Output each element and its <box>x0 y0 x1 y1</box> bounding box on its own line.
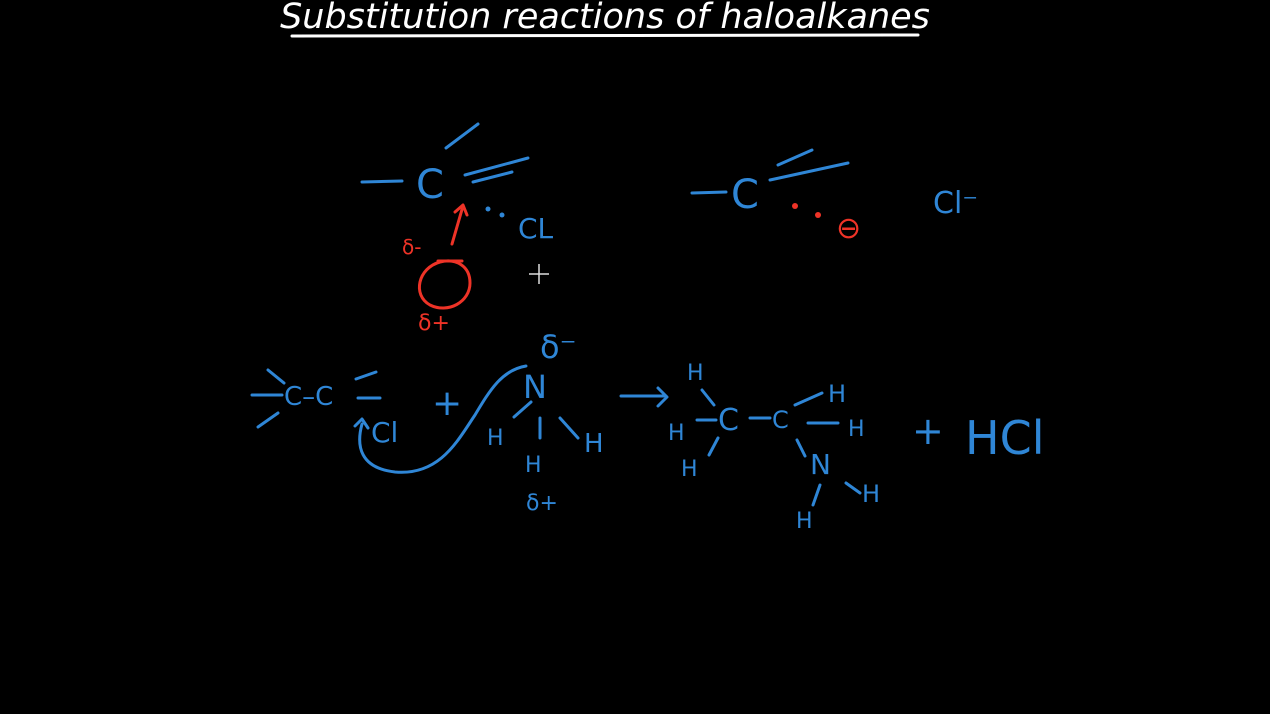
lone-pair-dot <box>792 203 798 209</box>
ammonia-n-label: N <box>523 368 547 406</box>
delta-minus-label: δ- <box>402 235 421 259</box>
product-carbon-label: C <box>731 172 759 218</box>
hcl-label: HCl <box>965 411 1045 465</box>
cn-bond <box>795 438 807 458</box>
plus-sign: + <box>912 409 944 453</box>
bond-electron-dot <box>499 212 505 218</box>
product-h-right-label: H <box>848 417 865 442</box>
nucleophile-arrow <box>358 364 528 474</box>
nh-bond <box>811 483 822 507</box>
ammonia-h-right-label: H <box>584 429 604 459</box>
nucleophile-attack: δ- δ+ <box>402 203 472 336</box>
bond-electron-dot <box>485 206 491 212</box>
ch-bond <box>707 436 720 457</box>
top-product: C ⊖ Cl⁻ <box>690 148 978 246</box>
bottom-product: H H C H C H H N H H + HCl <box>668 361 1045 534</box>
nucleophile-circle <box>418 259 472 310</box>
carbon-label: C <box>416 162 444 208</box>
delta-plus-h-label: δ+ <box>526 491 558 516</box>
chloride-ion-label: Cl⁻ <box>933 186 978 221</box>
nh-bond <box>844 481 862 495</box>
bond-right-1 <box>463 156 530 177</box>
ammonia: δ⁻ N H H H δ+ <box>487 328 604 516</box>
product-n-label: N <box>810 448 831 481</box>
nh-bond <box>558 416 580 440</box>
plus-sign: + <box>432 383 462 424</box>
lone-pair-dot <box>815 212 821 218</box>
attack-arrow <box>450 204 465 246</box>
bond-up <box>444 122 480 150</box>
product-c1-label: C <box>718 403 739 438</box>
chlorine-label: CL <box>518 212 554 245</box>
product-bond-up <box>776 148 814 167</box>
product-h-top-right-label: H <box>828 380 846 408</box>
page-title: Substitution reactions of haloalkanes <box>280 0 930 37</box>
crosshair-cursor-icon <box>529 264 549 284</box>
cl-leaving-arrowhead <box>353 417 370 430</box>
product-nh-left-label: H <box>796 509 813 534</box>
delta-plus-label: δ+ <box>418 311 450 336</box>
product-h-left-label: H <box>668 421 685 446</box>
ch-bond <box>793 391 824 407</box>
product-h-bottom-left-label: H <box>681 457 698 482</box>
bottom-reactant: C–C Cl + <box>250 364 528 474</box>
chain-bond <box>354 370 378 381</box>
product-h-top-left-label: H <box>687 361 704 386</box>
reactant-chain-label: C–C <box>284 382 333 412</box>
bond-left <box>360 179 404 184</box>
chain-bond <box>256 411 280 429</box>
ammonia-h-bottom-label: H <box>525 453 542 478</box>
reactant-cl-label: Cl <box>371 416 398 449</box>
delta-minus-n-label: δ⁻ <box>540 328 576 366</box>
product-bond-left <box>690 190 728 195</box>
negative-charge-label: ⊖ <box>836 211 861 246</box>
ch-bond <box>700 388 716 407</box>
title-underline <box>290 33 920 38</box>
product-c2-label: C <box>772 406 789 434</box>
product-bond-right <box>768 161 850 182</box>
nh-bond <box>512 400 533 419</box>
chain-bond <box>266 368 286 385</box>
product-nh-right-label: H <box>862 480 880 508</box>
attack-arrowhead <box>453 203 469 217</box>
reaction-arrowhead <box>656 386 669 408</box>
top-haloalkane: C CL <box>360 122 554 245</box>
ammonia-h-left-label: H <box>487 426 504 451</box>
reaction-arrow <box>619 386 669 408</box>
bond-right-2 <box>471 170 514 184</box>
